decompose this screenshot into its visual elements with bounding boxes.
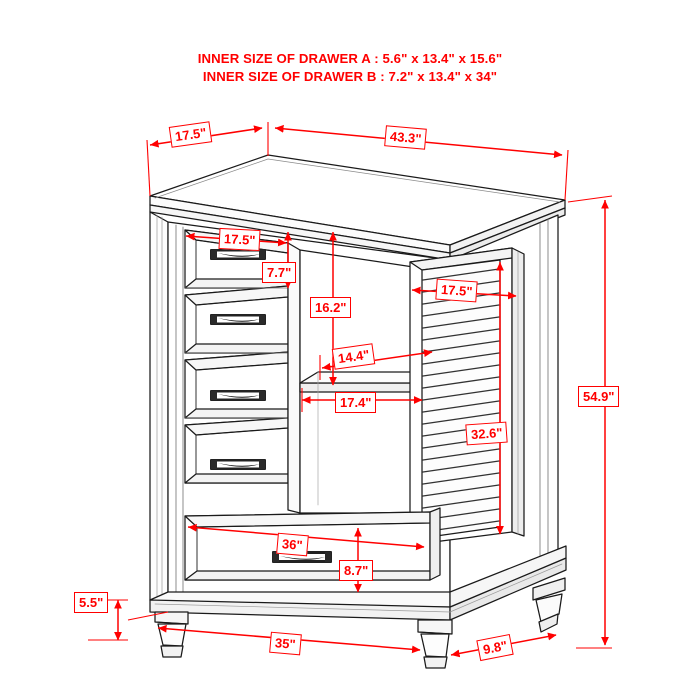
drawer-b-inner-size-text: INNER SIZE OF DRAWER B : 7.2" x 13.4" x … bbox=[202, 69, 498, 84]
dimension-label-door-height: 32.6" bbox=[465, 421, 509, 446]
drawer-pull bbox=[210, 249, 332, 563]
dimension-label-upper-cabinet-height: 16.2" bbox=[310, 297, 352, 318]
drawer-a-inner-size-text: INNER SIZE OF DRAWER A : 5.6" x 13.4" x … bbox=[197, 51, 503, 66]
dimension-label-bottom-drawer-height: 8.7" bbox=[339, 560, 374, 581]
drawer-row-3 bbox=[184, 351, 289, 419]
dimension-label-base-width: 35" bbox=[269, 631, 302, 656]
foot-front-right bbox=[417, 619, 453, 669]
dimension-label-leg-height: 5.5" bbox=[74, 592, 109, 613]
louvered-door bbox=[409, 247, 525, 546]
dimension-label-door-width: 17.5" bbox=[435, 278, 479, 303]
dimension-label-bottom-drawer-width: 36" bbox=[276, 532, 309, 557]
dimension-label-total-height: 54.9" bbox=[578, 386, 620, 407]
dimension-label-drawer-a-height: 7.7" bbox=[262, 262, 297, 283]
dimension-label-cabinet-opening-width: 17.4" bbox=[335, 392, 377, 413]
foot-back-right bbox=[532, 577, 566, 633]
dimension-label-drawer-a-width: 17.5" bbox=[218, 227, 261, 252]
dimension-label-top-width: 43.3" bbox=[384, 125, 428, 150]
